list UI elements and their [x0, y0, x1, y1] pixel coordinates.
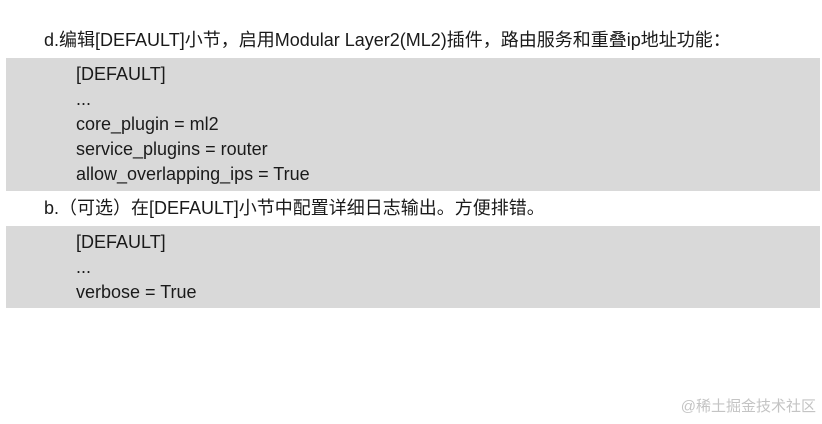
- code-block-ml2-config: [DEFAULT] ... core_plugin = ml2 service_…: [6, 58, 820, 191]
- code-line: [DEFAULT]: [76, 232, 166, 252]
- watermark: @稀土掘金技术社区: [680, 398, 816, 415]
- code-line: service_plugins = router: [76, 139, 268, 159]
- step-d-heading: d.编辑[DEFAULT]小节，启用Modular Layer2(ML2)插件，…: [44, 30, 731, 50]
- code-line: allow_overlapping_ips = True: [76, 164, 310, 184]
- code-line: [DEFAULT]: [76, 64, 166, 84]
- code-block-verbose-config: [DEFAULT] ... verbose = True: [6, 226, 820, 308]
- code-line: core_plugin = ml2: [76, 114, 219, 134]
- code-line: ...: [76, 89, 92, 109]
- code-line: verbose = True: [76, 282, 197, 302]
- code-line: ...: [76, 257, 92, 277]
- step-b-heading: b.（可选）在[DEFAULT]小节中配置详细日志输出。方便排错。: [44, 198, 545, 218]
